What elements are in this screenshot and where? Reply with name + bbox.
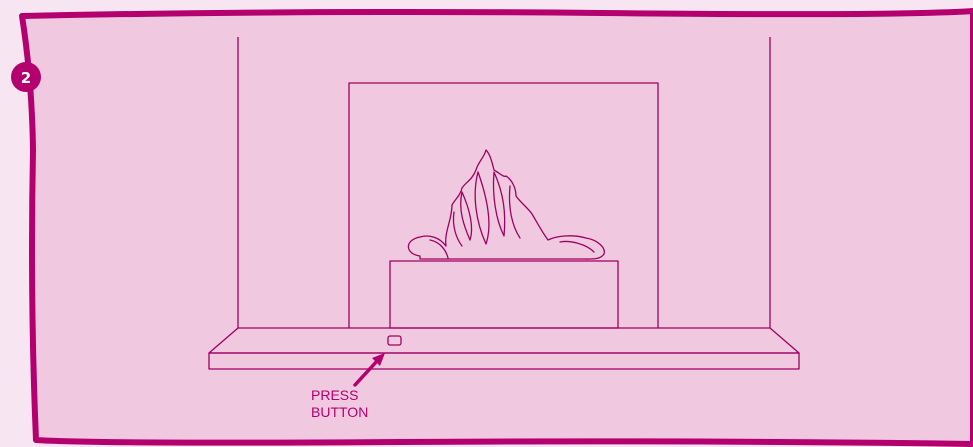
power-button-icon[interactable] (387, 335, 402, 346)
callout-line-2: BUTTON (311, 404, 368, 420)
callout-line-1: PRESS (311, 387, 358, 403)
step-badge: 2 (11, 62, 41, 92)
arrow-icon (353, 353, 385, 387)
step-number: 2 (21, 69, 31, 87)
flame-icon (407, 149, 605, 260)
hearth-front (208, 352, 800, 370)
step-panel (19, 8, 973, 447)
fireplace-opening (348, 82, 659, 328)
